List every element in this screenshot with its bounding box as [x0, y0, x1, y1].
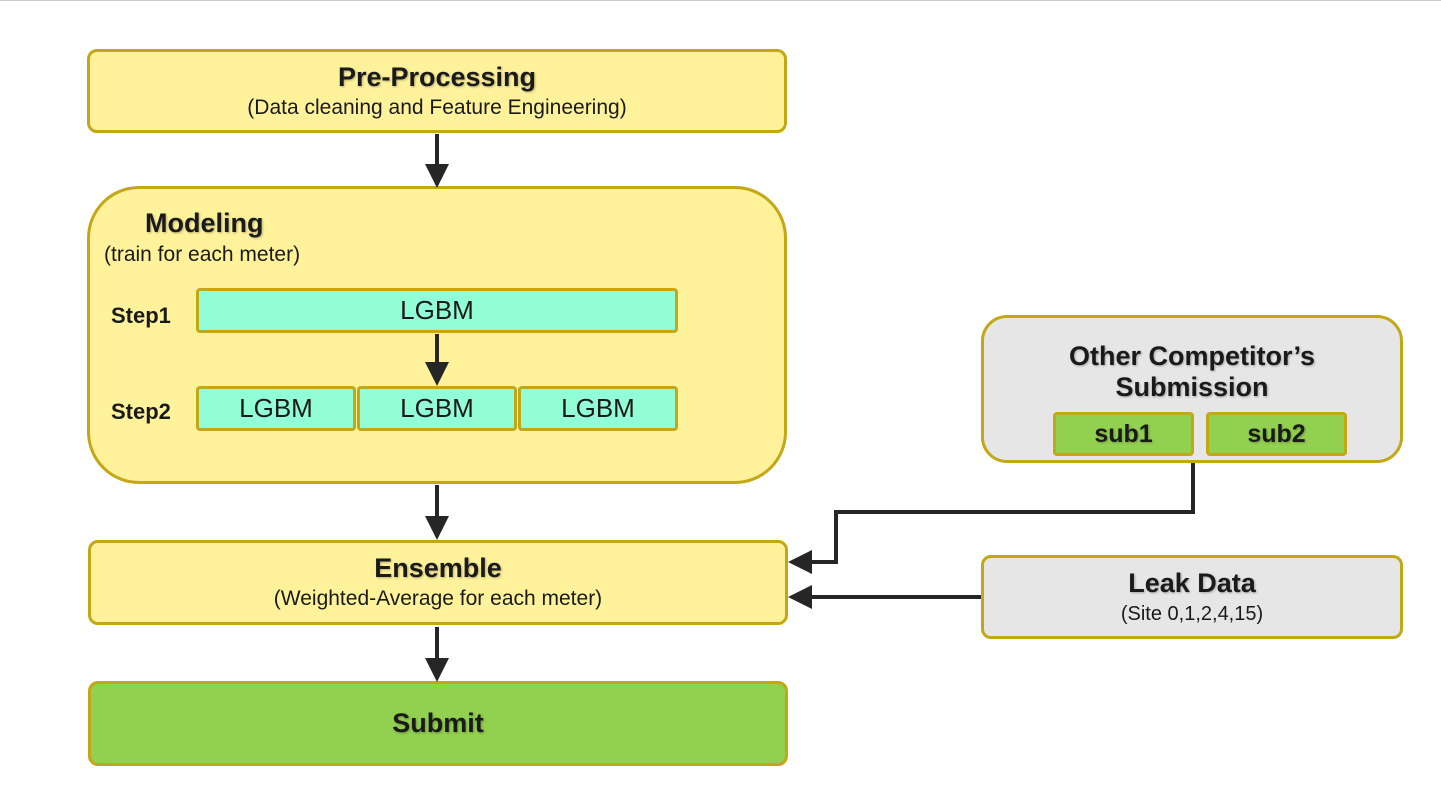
step2-lgbm-box-2: LGBM [357, 386, 517, 431]
step1-lgbm-box: LGBM [196, 288, 678, 333]
modeling-title: Modeling [145, 208, 264, 238]
step1-label: Step1 [111, 303, 171, 328]
submit-box: Submit [88, 681, 788, 766]
step2-label: Step2 [111, 399, 171, 424]
competitors-title-line1: Other Competitor’s [1068, 341, 1316, 371]
sub2-box: sub2 [1206, 412, 1347, 456]
ensemble-title: Ensemble [374, 553, 502, 584]
top-rule [0, 0, 1441, 1]
sub1-box: sub1 [1053, 412, 1194, 456]
step2-lgbm-box-3: LGBM [518, 386, 678, 431]
preprocessing-subtitle: (Data cleaning and Feature Engineering) [247, 95, 627, 119]
leak-data-title: Leak Data [1128, 568, 1256, 599]
modeling-subtitle: (train for each meter) [104, 243, 301, 266]
ensemble-subtitle: (Weighted-Average for each meter) [273, 587, 603, 611]
arrow-competitors-to-ensemble [788, 463, 1195, 574]
leak-data-subtitle: (Site 0,1,2,4,15) [1120, 602, 1264, 625]
leak-data-box: Leak Data (Site 0,1,2,4,15) [981, 555, 1403, 639]
competitors-title-line2: Submission [1115, 372, 1269, 403]
preprocessing-title: Pre-Processing [337, 61, 537, 92]
preprocessing-box: Pre-Processing (Data cleaning and Featur… [87, 49, 787, 133]
submit-title: Submit [392, 707, 484, 738]
competitors-title: Other Competitor’s Submission [981, 341, 1403, 403]
step2-lgbm-box-1: LGBM [196, 386, 356, 431]
ensemble-box: Ensemble (Weighted-Average for each mete… [88, 540, 788, 625]
